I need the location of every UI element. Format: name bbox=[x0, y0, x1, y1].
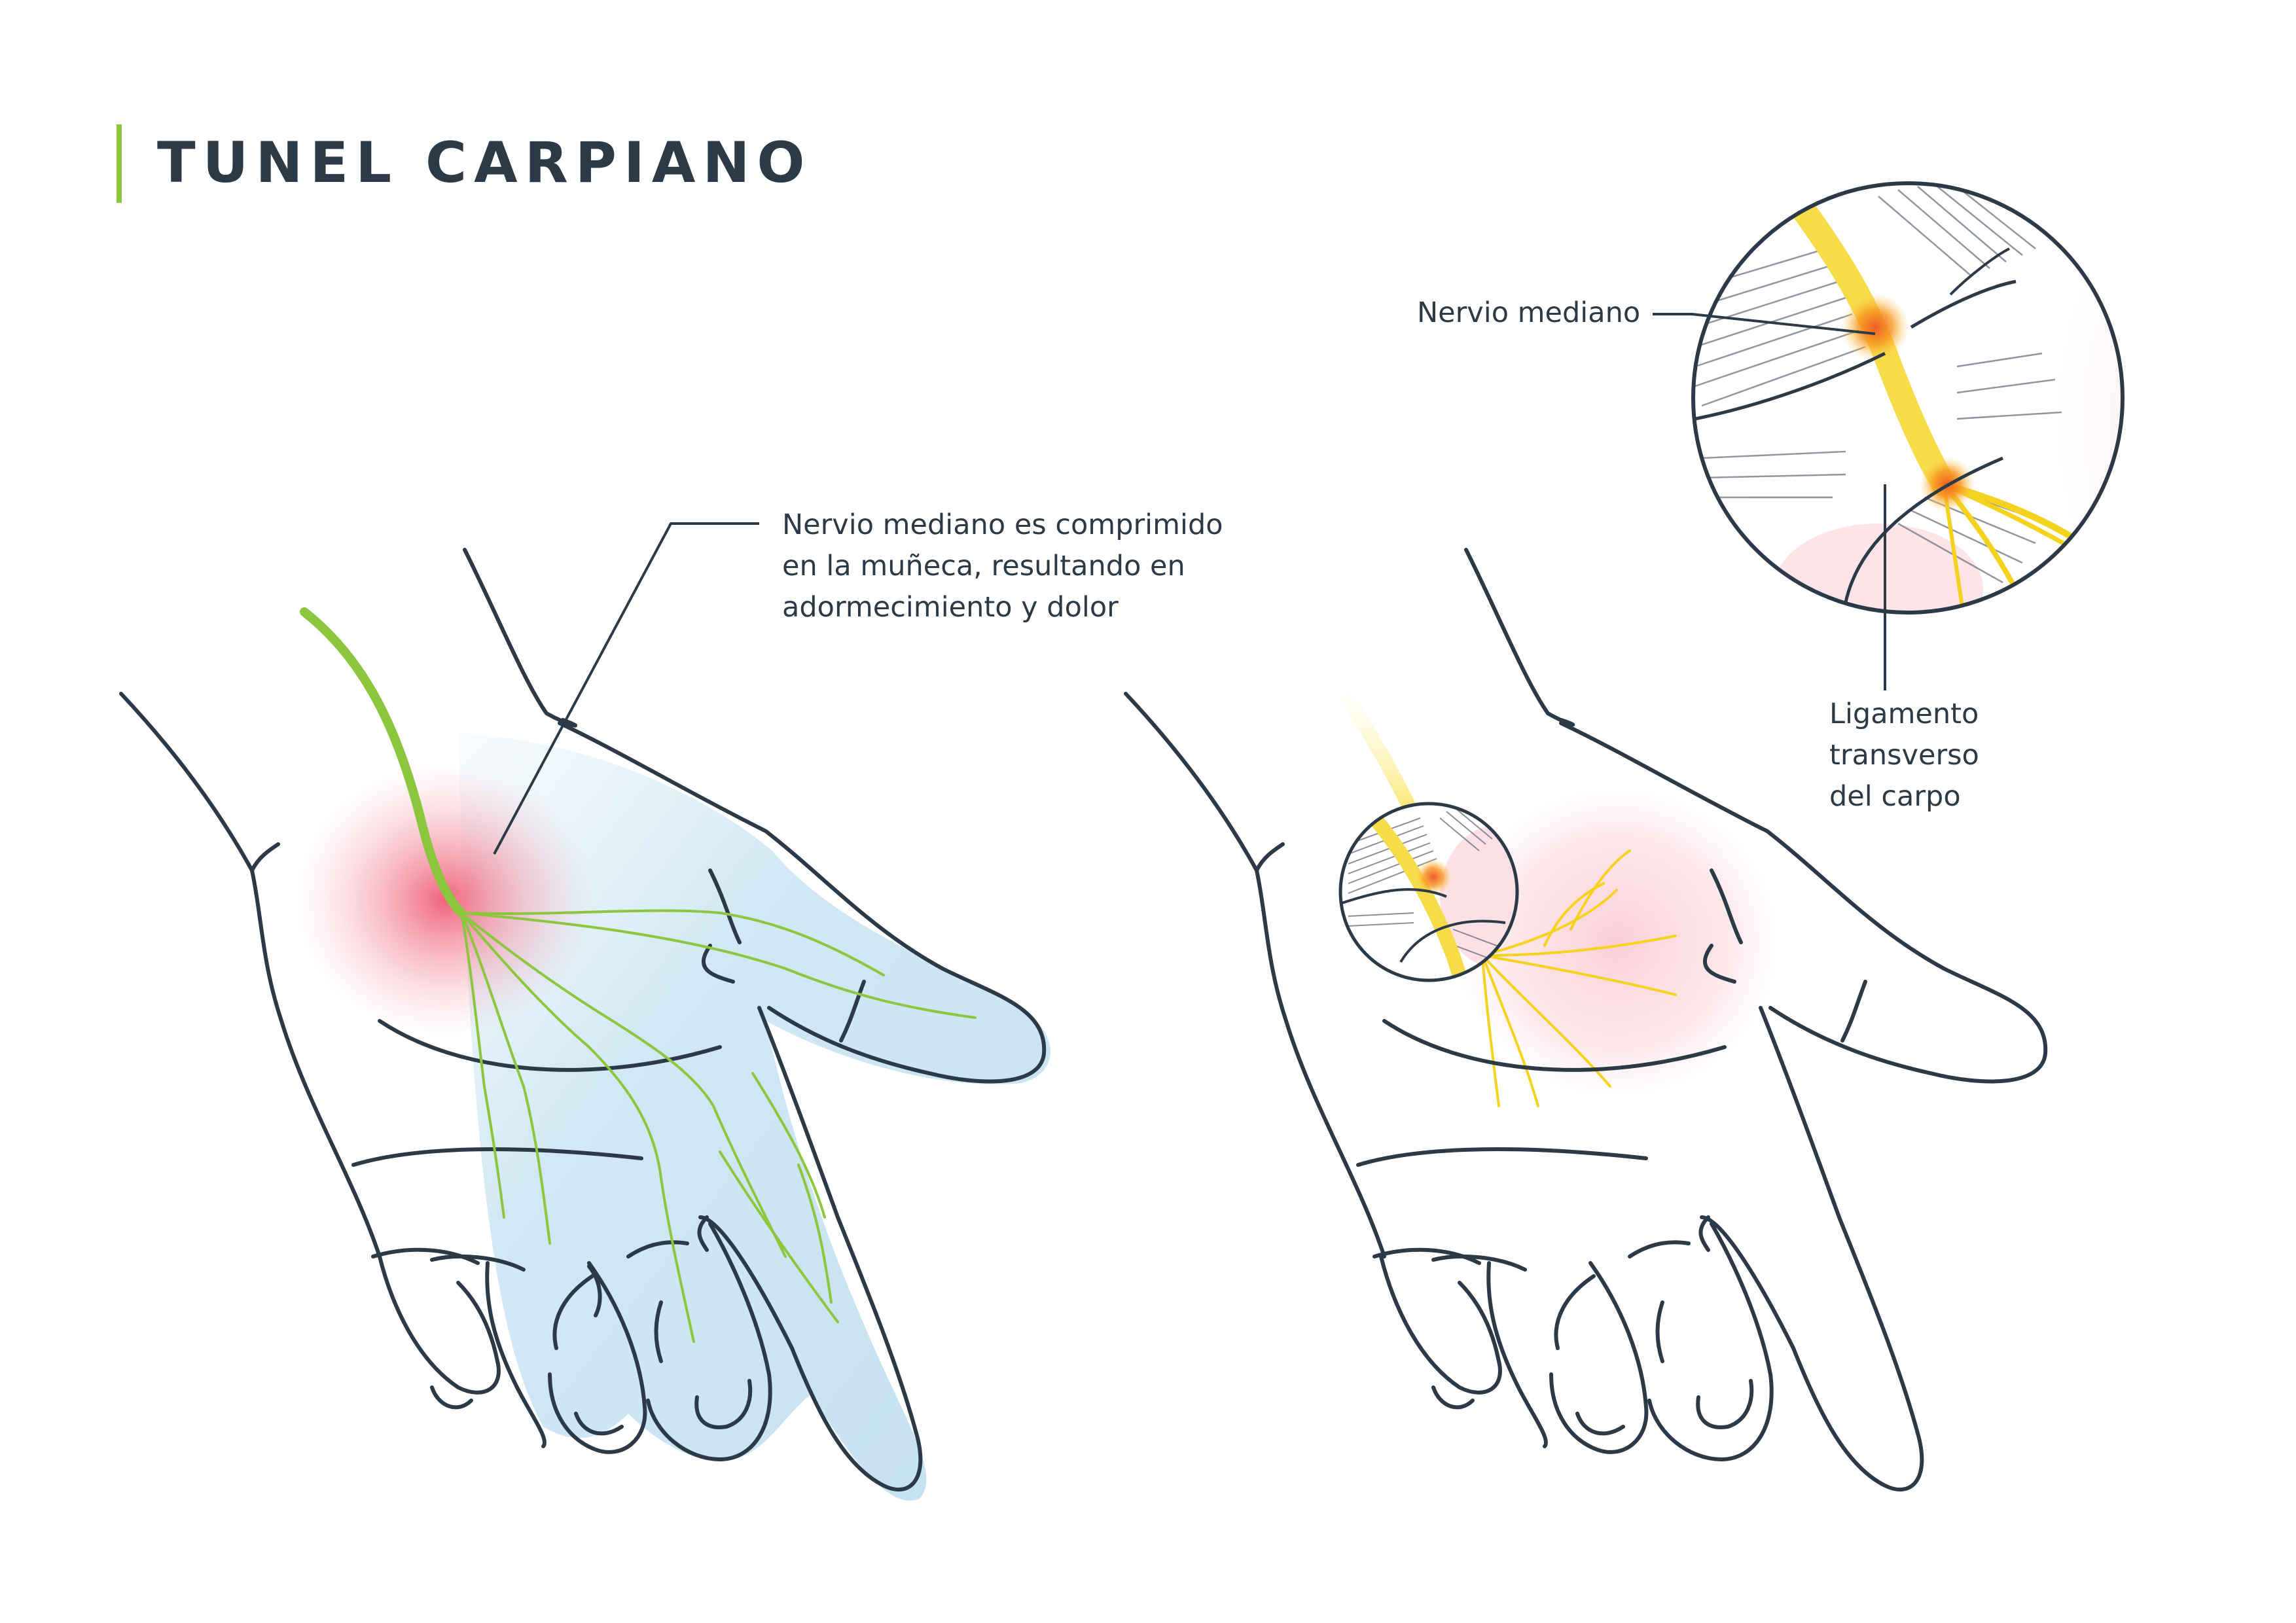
title-accent-bar bbox=[117, 124, 122, 203]
forearm-edge bbox=[463, 548, 577, 728]
finger-tip-curl bbox=[587, 1264, 602, 1317]
ligament-label-line-3: del carpo bbox=[1829, 780, 1961, 813]
index-knuckle bbox=[697, 1215, 709, 1252]
median-nerve-label: Nervio mediano bbox=[1417, 293, 1640, 334]
little-nail bbox=[430, 1385, 473, 1410]
page-title: TUNEL CARPIANO bbox=[157, 130, 812, 196]
little-finger bbox=[378, 1255, 501, 1395]
ring-pad bbox=[552, 1274, 594, 1350]
middle-finger bbox=[646, 1222, 772, 1461]
thumb-knuckle bbox=[701, 944, 735, 984]
palm-left-edge bbox=[119, 692, 382, 1258]
compression-leader-line bbox=[493, 522, 759, 855]
index-finger bbox=[698, 1006, 923, 1491]
ring-nail bbox=[574, 1412, 624, 1436]
compression-label-line-2: en la muñeca, resultando en bbox=[782, 550, 1185, 582]
median-nerve-left bbox=[300, 607, 977, 1343]
finger-joint-2 bbox=[430, 1255, 526, 1272]
palm-inflammation bbox=[1453, 785, 1780, 1099]
median-nerve-label-text: Nervio mediano bbox=[1417, 296, 1641, 329]
ligament-label-line-1: Ligamento bbox=[1829, 698, 1979, 730]
palm-crease-lower bbox=[378, 1019, 722, 1072]
compression-label-line-1: Nervio mediano es comprimido bbox=[782, 508, 1223, 541]
ring-finger bbox=[548, 1261, 647, 1454]
ligament-label: Ligamento transverso del carpo bbox=[1829, 694, 1979, 817]
little-finger-base bbox=[485, 1261, 547, 1448]
large-magnifier bbox=[1691, 181, 2125, 615]
wrist-crease bbox=[250, 842, 280, 872]
inflammation-glow bbox=[295, 762, 596, 1037]
finger-joint-3 bbox=[626, 1240, 689, 1258]
ligament-label-line-2: transverso bbox=[1829, 739, 1979, 772]
right-hand bbox=[1124, 181, 2125, 1491]
palm-crease-upper bbox=[351, 1147, 643, 1167]
left-hand bbox=[119, 522, 1050, 1501]
finger-tip-curl-2 bbox=[654, 1300, 663, 1363]
compression-label-line-3: adormecimiento y dolor bbox=[782, 591, 1119, 624]
thumbnail-line bbox=[839, 980, 866, 1043]
middle-nail bbox=[694, 1379, 753, 1429]
small-magnifier bbox=[1338, 802, 1519, 982]
compression-label: Nervio mediano es comprimido en la muñec… bbox=[782, 505, 1223, 628]
thumb-outline bbox=[558, 721, 1047, 1084]
thumb-crease bbox=[708, 868, 742, 944]
nerve-leader-line bbox=[1653, 313, 1876, 335]
numbness-area bbox=[458, 733, 1050, 1501]
